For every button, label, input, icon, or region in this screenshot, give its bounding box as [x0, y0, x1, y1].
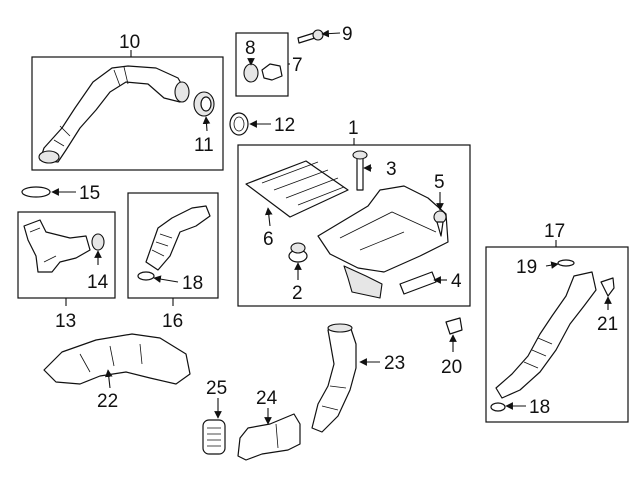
- clip-20-part: [445, 317, 463, 335]
- air-filter-part: [245, 160, 349, 218]
- intake-duct-13-part: [23, 219, 91, 273]
- callout-3: 3: [386, 159, 397, 180]
- intake-duct-23-part: [311, 323, 357, 433]
- callout-5: 5: [434, 172, 445, 193]
- duct-seal-14-part: [91, 233, 105, 251]
- intake-hose-17-part: [495, 271, 597, 399]
- callout-9: 9: [342, 24, 353, 45]
- callout-12: 12: [274, 115, 295, 136]
- grommet-part: [288, 242, 308, 263]
- callout-19: 19: [516, 257, 537, 278]
- air-shroud-22-part: [43, 333, 191, 385]
- callout-13: 13: [55, 311, 76, 332]
- callout-20: 20: [441, 357, 462, 378]
- callout-14: 14: [87, 272, 109, 293]
- group-box-7-8: [235, 32, 290, 97]
- seal-ring-18b-part: [490, 402, 506, 412]
- clamp-15-part: [21, 186, 51, 198]
- air-duct-24-part: [237, 413, 301, 461]
- callout-18-right: 18: [529, 397, 550, 418]
- pipe-seal-part: [193, 91, 215, 117]
- callout-18-left: 18: [182, 273, 203, 294]
- housing-screw-part: [433, 210, 447, 237]
- callout-11: 11: [194, 135, 214, 156]
- callout-24: 24: [256, 388, 278, 409]
- callout-6: 6: [263, 229, 274, 250]
- bolt-part: [297, 29, 324, 44]
- clip-part: [243, 63, 259, 83]
- group-box-17: [485, 240, 629, 423]
- callout-labels: 10 9 8 7 11 12 1 3 5 6 2 4 15 14 13 18 1…: [55, 24, 618, 418]
- group-box-13: [17, 211, 116, 306]
- callout-17: 17: [544, 221, 565, 242]
- callout-10: 10: [119, 32, 140, 53]
- group-box-10: [31, 50, 224, 171]
- screen-25-part: [202, 419, 226, 455]
- bracket-part: [261, 63, 283, 81]
- callout-22: 22: [97, 391, 118, 412]
- mount-bracket-part: [399, 271, 437, 295]
- seal-19-part: [557, 259, 575, 267]
- air-cleaner-housing-part: [317, 185, 449, 299]
- callout-7: 7: [292, 55, 303, 76]
- group-box-16: [127, 192, 219, 306]
- leader-arrows: [51, 29, 612, 425]
- seal-ring-18a-part: [137, 271, 155, 281]
- intake-pipe-part: [38, 65, 190, 164]
- housing-bolt-part: [352, 150, 368, 191]
- callout-2: 2: [292, 283, 303, 304]
- group-box-1: [237, 138, 471, 307]
- callout-21: 21: [597, 314, 618, 335]
- intake-hose-16-part: [145, 205, 211, 271]
- sensor-21-part: [600, 277, 615, 297]
- callout-4: 4: [451, 271, 462, 292]
- callout-15: 15: [79, 183, 100, 204]
- callout-25: 25: [206, 378, 227, 399]
- hose-clamp-part: [229, 112, 249, 136]
- callout-16: 16: [162, 311, 183, 332]
- callout-1: 1: [348, 118, 359, 139]
- callout-23: 23: [384, 353, 405, 374]
- callout-8: 8: [245, 38, 256, 59]
